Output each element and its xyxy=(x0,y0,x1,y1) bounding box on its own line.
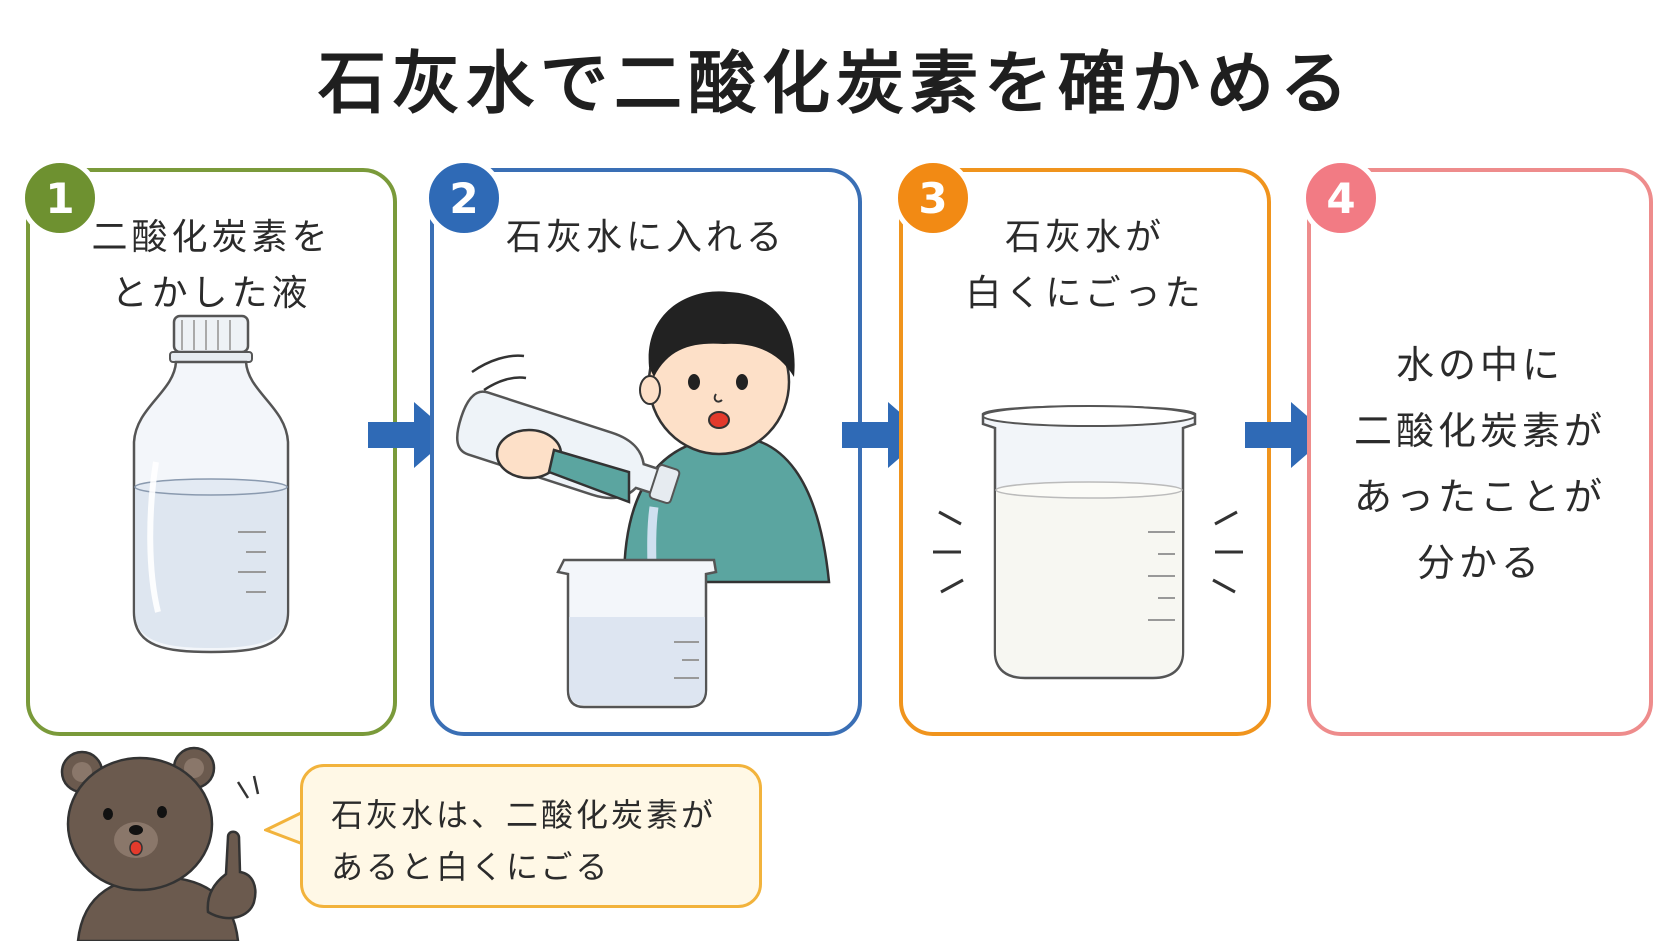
step-4-line-1: 水の中に xyxy=(1395,343,1564,387)
step-1-caption: 二酸化炭素を とかした液 xyxy=(30,210,393,322)
step-1-badge: 1 xyxy=(20,158,100,238)
step-3-line-1: 石灰水が xyxy=(1004,217,1165,258)
page-title: 石灰水で二酸化炭素を確かめる xyxy=(317,45,1354,124)
step-4-line-4: 分かる xyxy=(1416,541,1543,585)
cloudy-beaker-icon xyxy=(933,405,1243,680)
boy-pouring-icon xyxy=(455,291,831,709)
step-3-panel: 3 石灰水が 白くにごった xyxy=(893,158,1271,736)
step-4-caption: 水の中に 二酸化炭素が あったことが 分かる xyxy=(1311,332,1649,596)
note-text: 石灰水は、二酸化炭素が あると白くにごる xyxy=(331,789,716,893)
note-line-1: 石灰水は、二酸化炭素が xyxy=(331,796,717,834)
step-2-panel: 2 石灰水に入れる xyxy=(424,158,862,736)
step-1-line-1: 二酸化炭素を xyxy=(91,217,332,258)
step-1-panel: 1 二酸化炭素を とかした液 xyxy=(20,158,397,736)
step-2-badge: 2 xyxy=(424,158,504,238)
step-3-badge: 3 xyxy=(893,158,973,238)
step-4-line-2: 二酸化炭素が xyxy=(1353,409,1606,453)
step-1-line-2: とかした液 xyxy=(111,273,312,314)
step-4-badge: 4 xyxy=(1301,158,1381,238)
step-2-caption: 石灰水に入れる xyxy=(434,210,858,266)
speech-bubble-tail xyxy=(264,809,304,846)
step-2-line-1: 石灰水に入れる xyxy=(505,217,786,258)
step-4-panel: 4 水の中に 二酸化炭素が あったことが 分かる xyxy=(1301,158,1653,736)
bear-icon xyxy=(60,746,260,941)
note-line-2: あると白くにごる xyxy=(331,848,611,886)
step-3-caption: 石灰水が 白くにごった xyxy=(903,210,1267,322)
step-4-line-3: あったことが xyxy=(1353,475,1606,519)
step-3-line-2: 白くにごった xyxy=(965,273,1205,314)
note-bubble: 石灰水は、二酸化炭素が あると白くにごる xyxy=(300,764,762,908)
plastic-bottle-icon xyxy=(132,314,290,654)
